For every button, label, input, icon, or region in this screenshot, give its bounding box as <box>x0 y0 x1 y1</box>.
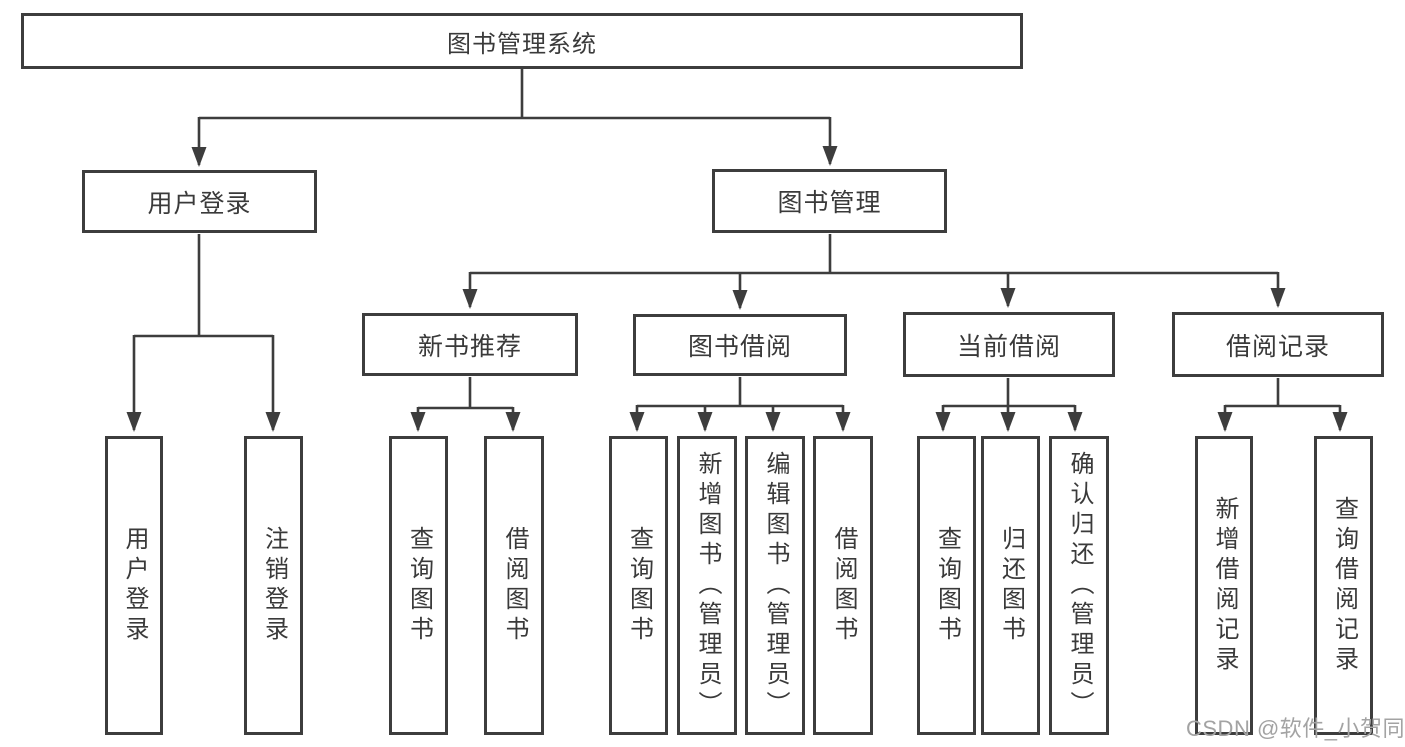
leaf-logout-label: 注销登录 <box>260 525 288 646</box>
leaf-query-book-current-label: 查询图书 <box>933 525 961 646</box>
leaf-logout: 注销登录 <box>244 436 303 735</box>
leaf-add-borrow-record: 新增借阅记录 <box>1195 436 1253 735</box>
node-borrow-records-label: 借阅记录 <box>1225 332 1330 361</box>
node-current-borrow-label: 当前借阅 <box>956 332 1061 361</box>
leaf-confirm-return-admin: 确认归还（管理员） <box>1049 436 1109 735</box>
node-new-book-recommend: 新书推荐 <box>362 313 578 376</box>
leaf-user-login: 用户登录 <box>105 436 163 735</box>
leaf-query-book-borrow-label: 查询图书 <box>625 525 653 646</box>
leaf-query-borrow-record: 查询借阅记录 <box>1314 436 1373 735</box>
node-new-book-recommend-label: 新书推荐 <box>417 332 522 361</box>
node-book-borrow: 图书借阅 <box>633 314 847 376</box>
leaf-borrow-book-label: 借阅图书 <box>830 525 857 646</box>
node-user-login: 用户登录 <box>82 170 317 233</box>
leaf-confirm-return-admin-label: 确认归还（管理员） <box>1066 450 1093 721</box>
leaf-add-book-admin: 新增图书（管理员） <box>677 436 737 735</box>
leaf-return-book-label: 归还图书 <box>997 525 1025 646</box>
leaf-borrow-book-recommend: 借阅图书 <box>484 436 544 735</box>
leaf-edit-book-admin-label: 编辑图书（管理员） <box>762 450 789 721</box>
leaf-query-book-recommend: 查询图书 <box>389 436 448 735</box>
leaf-user-login-label: 用户登录 <box>121 525 148 646</box>
leaf-borrow-book: 借阅图书 <box>813 436 873 735</box>
node-book-management-label: 图书管理 <box>777 189 882 217</box>
node-book-borrow-label: 图书借阅 <box>687 333 792 361</box>
leaf-borrow-book-recommend-label: 借阅图书 <box>501 525 528 646</box>
node-borrow-records: 借阅记录 <box>1172 312 1384 377</box>
node-root-library-system: 图书管理系统 <box>21 13 1023 69</box>
leaf-add-borrow-record-label: 新增借阅记录 <box>1211 495 1238 676</box>
node-current-borrow: 当前借阅 <box>903 312 1115 377</box>
node-user-login-label: 用户登录 <box>147 189 252 218</box>
leaf-add-book-admin-label: 新增图书（管理员） <box>694 450 721 721</box>
leaf-edit-book-admin: 编辑图书（管理员） <box>745 436 805 735</box>
leaf-query-book-recommend-label: 查询图书 <box>405 525 433 646</box>
csdn-watermark: CSDN @软件_小贺同学 <box>1186 716 1405 741</box>
leaf-query-book-current: 查询图书 <box>917 436 976 735</box>
node-book-management: 图书管理 <box>712 169 947 233</box>
leaf-query-book-borrow: 查询图书 <box>609 436 668 735</box>
leaf-query-borrow-record-label: 查询借阅记录 <box>1330 495 1358 676</box>
node-root-label: 图书管理系统 <box>447 30 597 58</box>
leaf-return-book: 归还图书 <box>981 436 1040 735</box>
